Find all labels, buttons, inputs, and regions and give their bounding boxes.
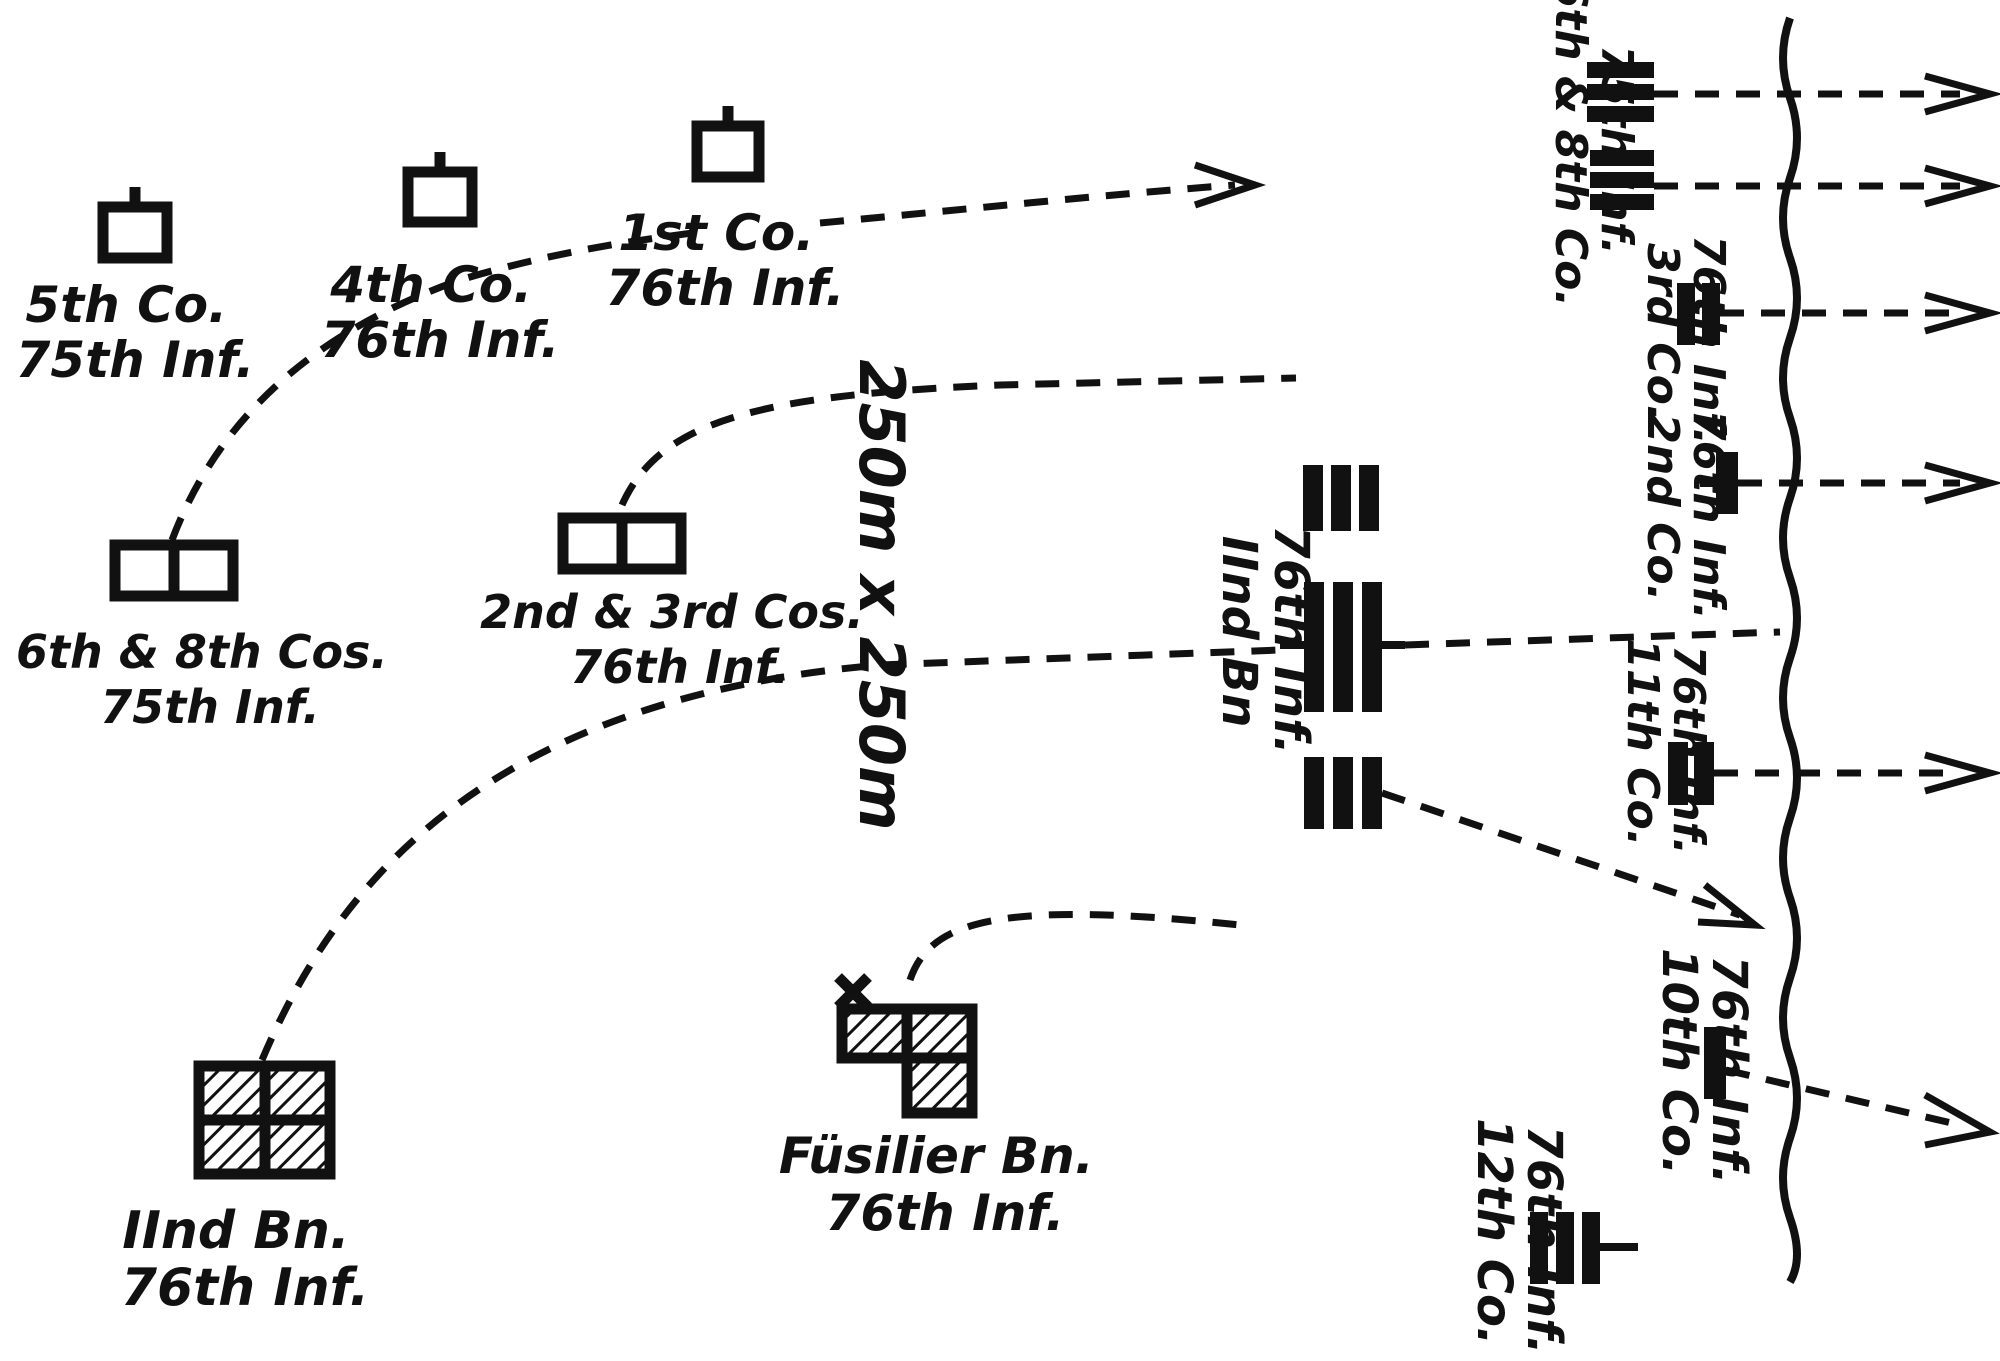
unit-4th-co-76th bbox=[402, 152, 478, 228]
label-front-3rd-co-76th: 3rd Co. 76th Inf. bbox=[1637, 235, 1734, 445]
route-2nd-bn-advance bbox=[258, 646, 1281, 1062]
front-12th-co-76th-bars bbox=[1530, 1212, 1638, 1284]
arrow-line-7 bbox=[1380, 789, 1742, 919]
river-line bbox=[1779, 16, 1801, 1285]
unit-6th-8th-cos-75th bbox=[109, 539, 239, 602]
label-front-10th-co-76th: 10th Co. 76th Inf. bbox=[1651, 948, 1757, 1192]
unit-fusilier-bn-76th bbox=[834, 973, 978, 1119]
label-distance: 250m x 250m bbox=[845, 359, 918, 830]
unit-2nd-bn-76th-reserve bbox=[193, 1060, 336, 1180]
label-2nd-bn-76th-front: IInd Bn 76th Inf. bbox=[1211, 525, 1319, 754]
front-3rd-co-76th-bars bbox=[1677, 283, 1720, 345]
unit-1st-co-76th bbox=[691, 106, 765, 183]
route-1st-co-advance bbox=[819, 181, 1236, 227]
route-2nd-3rd-advance bbox=[618, 374, 1297, 507]
route-6th-8th-to-4th bbox=[168, 228, 701, 542]
label-front-6th-8th-co-75th: 6th & 8th Co. 75th Inf. bbox=[1545, 0, 1642, 322]
label-fusilier-bn-76th: Füsilier Bn. 76th Inf. bbox=[779, 1127, 1111, 1242]
route-fusilier-advance bbox=[906, 911, 1241, 982]
label-front-2nd-co-76th: 2nd Co. 76th Inf. bbox=[1637, 410, 1734, 620]
label-5th-co-75th: 5th Co. 75th Inf. bbox=[16, 276, 255, 389]
label-front-12th-co-76th: 12th Co. 76th Inf. bbox=[1466, 1118, 1572, 1361]
unit-2nd-3rd-cos-76th bbox=[557, 512, 687, 575]
unit-5th-co-75th bbox=[97, 187, 173, 264]
label-4th-co-76th: 4th Co. 76th Inf. bbox=[321, 256, 560, 369]
label-front-11th-co-76th: 11th Co. 76th Inf. bbox=[1617, 638, 1714, 861]
arrowheads bbox=[1193, 72, 2000, 1149]
label-1st-co-76th: 1st Co. 76th Inf. bbox=[606, 204, 845, 317]
front-11th-co-76th-bars bbox=[1668, 742, 1714, 805]
label-2nd-bn-76th-reserve: IInd Bn. 76th Inf. bbox=[121, 1201, 369, 1318]
label-6th-8th-cos-75th: 6th & 8th Cos. 75th Inf. bbox=[16, 625, 404, 734]
route-bn-front-to-river bbox=[1404, 628, 1781, 649]
label-2nd-3rd-cos-76th: 2nd & 3rd Cos. 76th Inf. bbox=[480, 585, 880, 694]
front-2nd-co-76th-bar bbox=[1700, 452, 1738, 514]
front-2nd-bn-76th-bars bbox=[1280, 465, 1405, 829]
front-6th-8th-co-75th-bars bbox=[1587, 62, 1654, 210]
front-10th-co-76th-bar bbox=[1704, 1027, 1726, 1099]
